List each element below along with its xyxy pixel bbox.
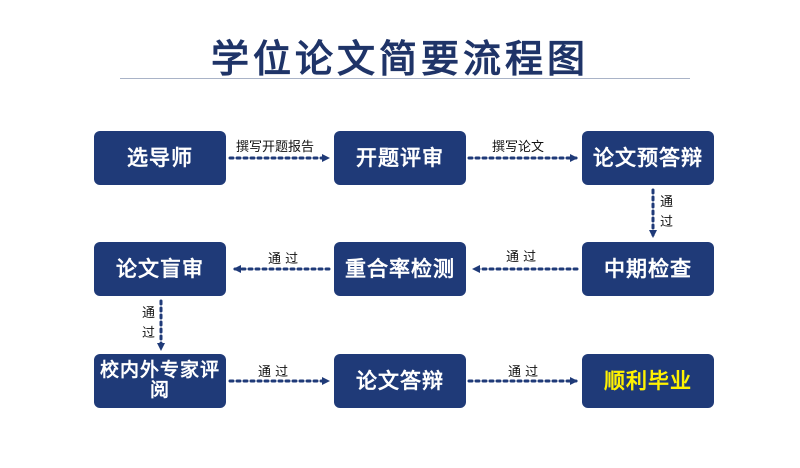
node-graduation: 顺利毕业 [582,354,714,408]
edge-label-write-thesis: 撰写论文 [492,140,545,155]
page-title: 学位论文简要流程图 [210,36,589,81]
edge-label-pass-external: 通过 [142,306,156,341]
edge-label-pass-plagiarism: 通 过 [506,250,537,265]
node-external-review: 校内外专家评阅 [94,354,226,408]
node-select-advisor: 选导师 [94,131,226,185]
edge-label-pass-graduation: 通 过 [508,365,539,380]
node-pre-defense: 论文预答辩 [582,131,714,185]
edge-label-pass-midterm: 通过 [660,195,674,230]
node-midterm-check: 中期检查 [582,242,714,296]
node-blind-review: 论文盲审 [94,242,226,296]
title-divider [120,78,690,79]
node-thesis-defense: 论文答辩 [334,354,466,408]
node-proposal-review: 开题评审 [334,131,466,185]
node-plagiarism-check: 重合率检测 [334,242,466,296]
edge-label-write-proposal: 撰写开题报告 [236,140,315,155]
edge-label-pass-defense: 通 过 [258,365,289,380]
edge-label-pass-blindreview: 通 过 [268,252,299,267]
